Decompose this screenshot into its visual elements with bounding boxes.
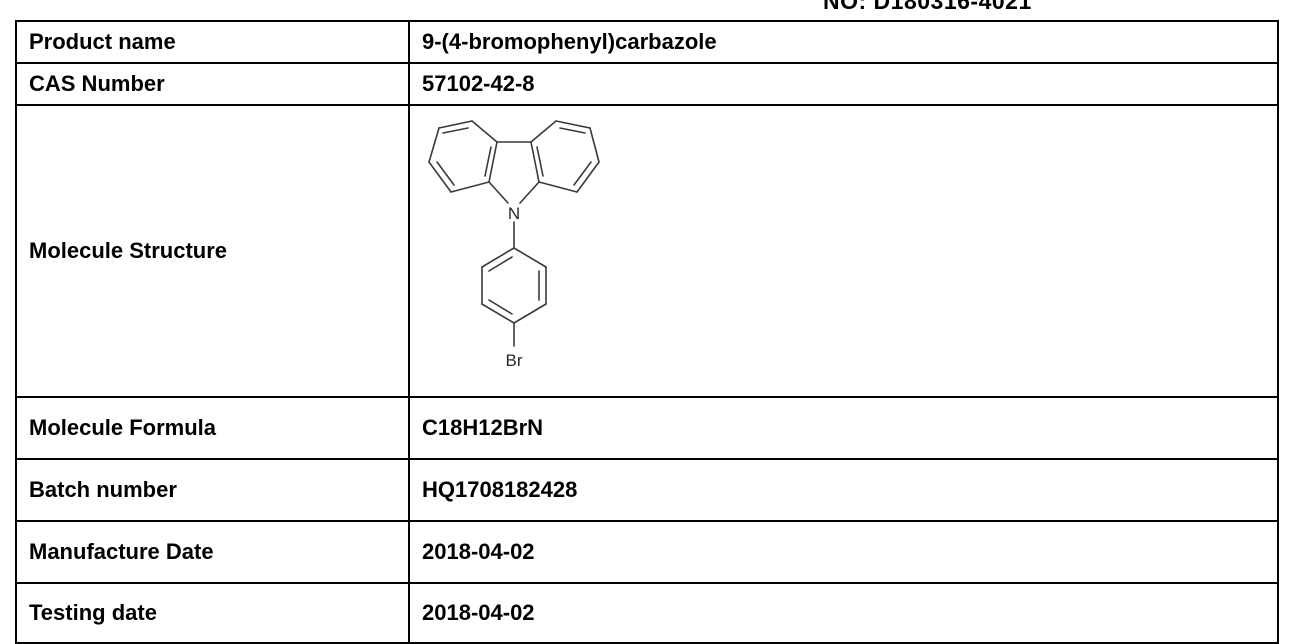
label-manufacture-date: Manufacture Date xyxy=(15,520,410,584)
value-cas-number: 57102-42-8 xyxy=(408,62,1279,106)
table-row-cas-number: CAS Number 57102-42-8 xyxy=(15,62,1279,106)
atom-label-br: Br xyxy=(506,351,523,370)
bond xyxy=(488,256,513,272)
document-number: NO: D180316-4021 xyxy=(823,0,1032,14)
bond xyxy=(538,181,578,193)
bond xyxy=(471,120,498,143)
bond xyxy=(530,120,557,143)
bond xyxy=(481,303,515,324)
atom-label-n: N xyxy=(508,204,520,223)
bond xyxy=(488,141,498,183)
bond xyxy=(428,161,452,193)
value-molecule-structure: N Br xyxy=(408,104,1279,398)
value-molecule-formula: C18H12BrN xyxy=(408,396,1279,460)
bond xyxy=(428,127,440,163)
bond xyxy=(555,120,591,129)
table-row-batch-number: Batch number HQ1708182428 xyxy=(15,458,1279,522)
bond xyxy=(530,141,540,183)
bond xyxy=(513,247,547,268)
bond xyxy=(488,299,513,315)
table-row-testing-date: Testing date 2018-04-02 xyxy=(15,582,1279,644)
label-testing-date: Testing date xyxy=(15,582,410,644)
bond xyxy=(484,146,492,177)
label-product-name: Product name xyxy=(15,20,410,64)
bond xyxy=(559,127,586,134)
label-batch-number: Batch number xyxy=(15,458,410,522)
label-molecule-formula: Molecule Formula xyxy=(15,396,410,460)
product-spec-table: Product name 9-(4-bromophenyl)carbazole … xyxy=(15,20,1279,644)
bond xyxy=(513,303,547,324)
bond xyxy=(536,146,544,177)
bond xyxy=(589,127,600,163)
molecule-structure-drawing: N Br xyxy=(428,120,600,370)
bond xyxy=(442,127,469,134)
bond xyxy=(436,161,455,186)
table-row-molecule-formula: Molecule Formula C18H12BrN xyxy=(15,396,1279,460)
bond xyxy=(481,247,515,268)
label-molecule-structure: Molecule Structure xyxy=(15,104,410,398)
bond xyxy=(519,181,540,204)
value-batch-number: HQ1708182428 xyxy=(408,458,1279,522)
table-row-manufacture-date: Manufacture Date 2018-04-02 xyxy=(15,520,1279,584)
table-row-product-name: Product name 9-(4-bromophenyl)carbazole xyxy=(15,20,1279,64)
label-cas-number: CAS Number xyxy=(15,62,410,106)
value-product-name: 9-(4-bromophenyl)carbazole xyxy=(408,20,1279,64)
value-testing-date: 2018-04-02 xyxy=(408,582,1279,644)
table-row-molecule-structure: Molecule Structure xyxy=(15,104,1279,398)
value-manufacture-date: 2018-04-02 xyxy=(408,520,1279,584)
bond xyxy=(576,161,600,193)
bond xyxy=(573,161,592,186)
bond xyxy=(488,181,509,204)
bond xyxy=(438,120,473,129)
bond xyxy=(450,181,490,193)
